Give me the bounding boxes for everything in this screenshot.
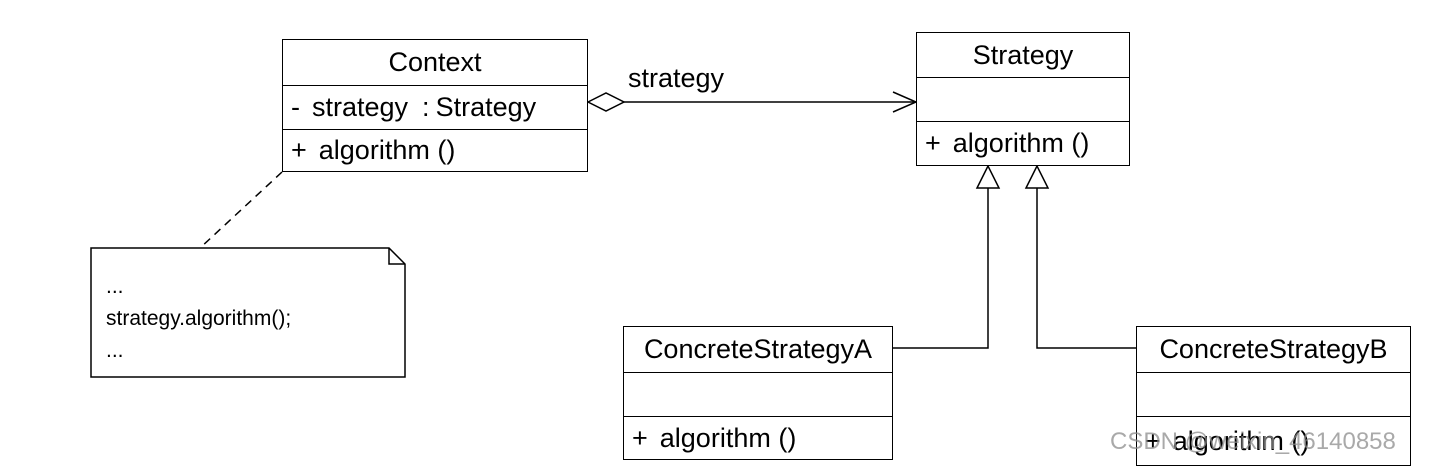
operation-name: algorithm () [318,135,456,165]
note-line: ... [106,339,124,362]
operation-name: algorithm () [659,422,797,453]
context-operation-row: + algorithm () [283,129,587,171]
generalization-line-a [893,188,989,349]
note-line: strategy.algorithm(); [106,307,292,330]
context-class-name: Context [388,47,482,77]
operation-name: algorithm () [1172,425,1310,456]
generalization-triangle-a-icon [975,164,1001,189]
concrete-strategy-a-name: ConcreteStrategyA [643,334,873,364]
concrete-b-attribute-compartment [1137,372,1410,416]
aggregation-diamond-icon [586,92,626,112]
attribute-separator: : [422,92,430,122]
strategy-attribute-compartment [917,77,1129,121]
attribute-type: Strategy [435,92,537,122]
concrete-strategy-a-class: ConcreteStrategyA + algorithm () [623,326,893,460]
operation-name: algorithm () [952,128,1090,158]
operation-visibility: + [925,128,941,158]
concrete-a-operation-row: + algorithm () [624,416,892,459]
attribute-visibility: - [291,92,300,122]
context-attribute-row: - strategy : Strategy [283,85,587,129]
note-text: ... strategy.algorithm(); ... [106,271,291,367]
generalization-triangle-b-icon [1024,164,1050,189]
concrete-strategy-b-class: ConcreteStrategyB + algorithm () [1136,326,1411,466]
concrete-b-operation-row: + algorithm () [1137,416,1410,465]
note-fold-icon [388,248,405,265]
operation-visibility: + [632,422,648,453]
strategy-operation-row: + algorithm () [917,121,1129,165]
note-line: ... [106,275,124,298]
operation-visibility: + [1145,425,1161,456]
context-class: Context - strategy : Strategy + algorith… [282,39,588,172]
attribute-name: strategy [312,92,409,122]
note-shape [90,247,406,378]
watermark: CSDN @weixin_46140858 [1110,428,1396,455]
operation-visibility: + [291,135,307,165]
strategy-class: Strategy + algorithm () [916,32,1130,166]
note-anchor-line [199,171,283,249]
concrete-strategy-b-name: ConcreteStrategyB [1159,334,1388,364]
generalization-line-b [1036,188,1136,349]
association-role-label: strategy [628,63,725,93]
strategy-class-name: Strategy [972,39,1074,70]
concrete-a-attribute-compartment [624,372,892,416]
